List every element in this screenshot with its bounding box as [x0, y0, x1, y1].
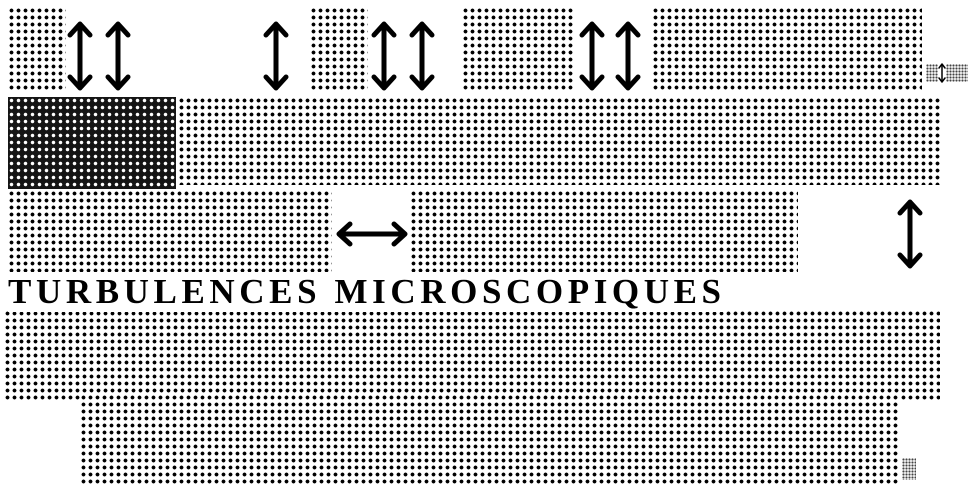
dotted-block-top-4 [652, 7, 922, 91]
vertical-double-arrow-icon [105, 21, 131, 91]
small-vertical-arrow-icon [938, 63, 946, 83]
dotted-block-row-2 [178, 97, 942, 185]
vertical-double-arrow-icon [579, 21, 605, 91]
vertical-double-arrow-icon [263, 21, 289, 91]
vertical-double-arrow-icon [615, 21, 641, 91]
dotted-block-top-2 [310, 7, 368, 91]
dense-dotted-block [8, 97, 176, 189]
vertical-double-arrow-icon [409, 21, 435, 91]
vertical-double-arrow-icon [67, 21, 93, 91]
dotted-block-row-3-left [8, 190, 332, 272]
dotted-block-top-3 [462, 7, 574, 91]
small-dotted-block-top-right [946, 64, 968, 82]
small-dotted-block-top-left [926, 64, 938, 82]
diagram-title: TURBULENCES MICROSCOPIQUES [8, 272, 726, 312]
dotted-block-row-3-right [410, 190, 798, 272]
small-dotted-block-bottom [902, 458, 916, 480]
dotted-block-row-5 [80, 394, 900, 486]
vertical-double-arrow-icon [371, 21, 397, 91]
dotted-block-top-1 [8, 7, 66, 91]
vertical-double-arrow-icon [897, 199, 923, 269]
dotted-block-row-4 [4, 310, 940, 400]
horizontal-double-arrow-icon [336, 221, 408, 247]
